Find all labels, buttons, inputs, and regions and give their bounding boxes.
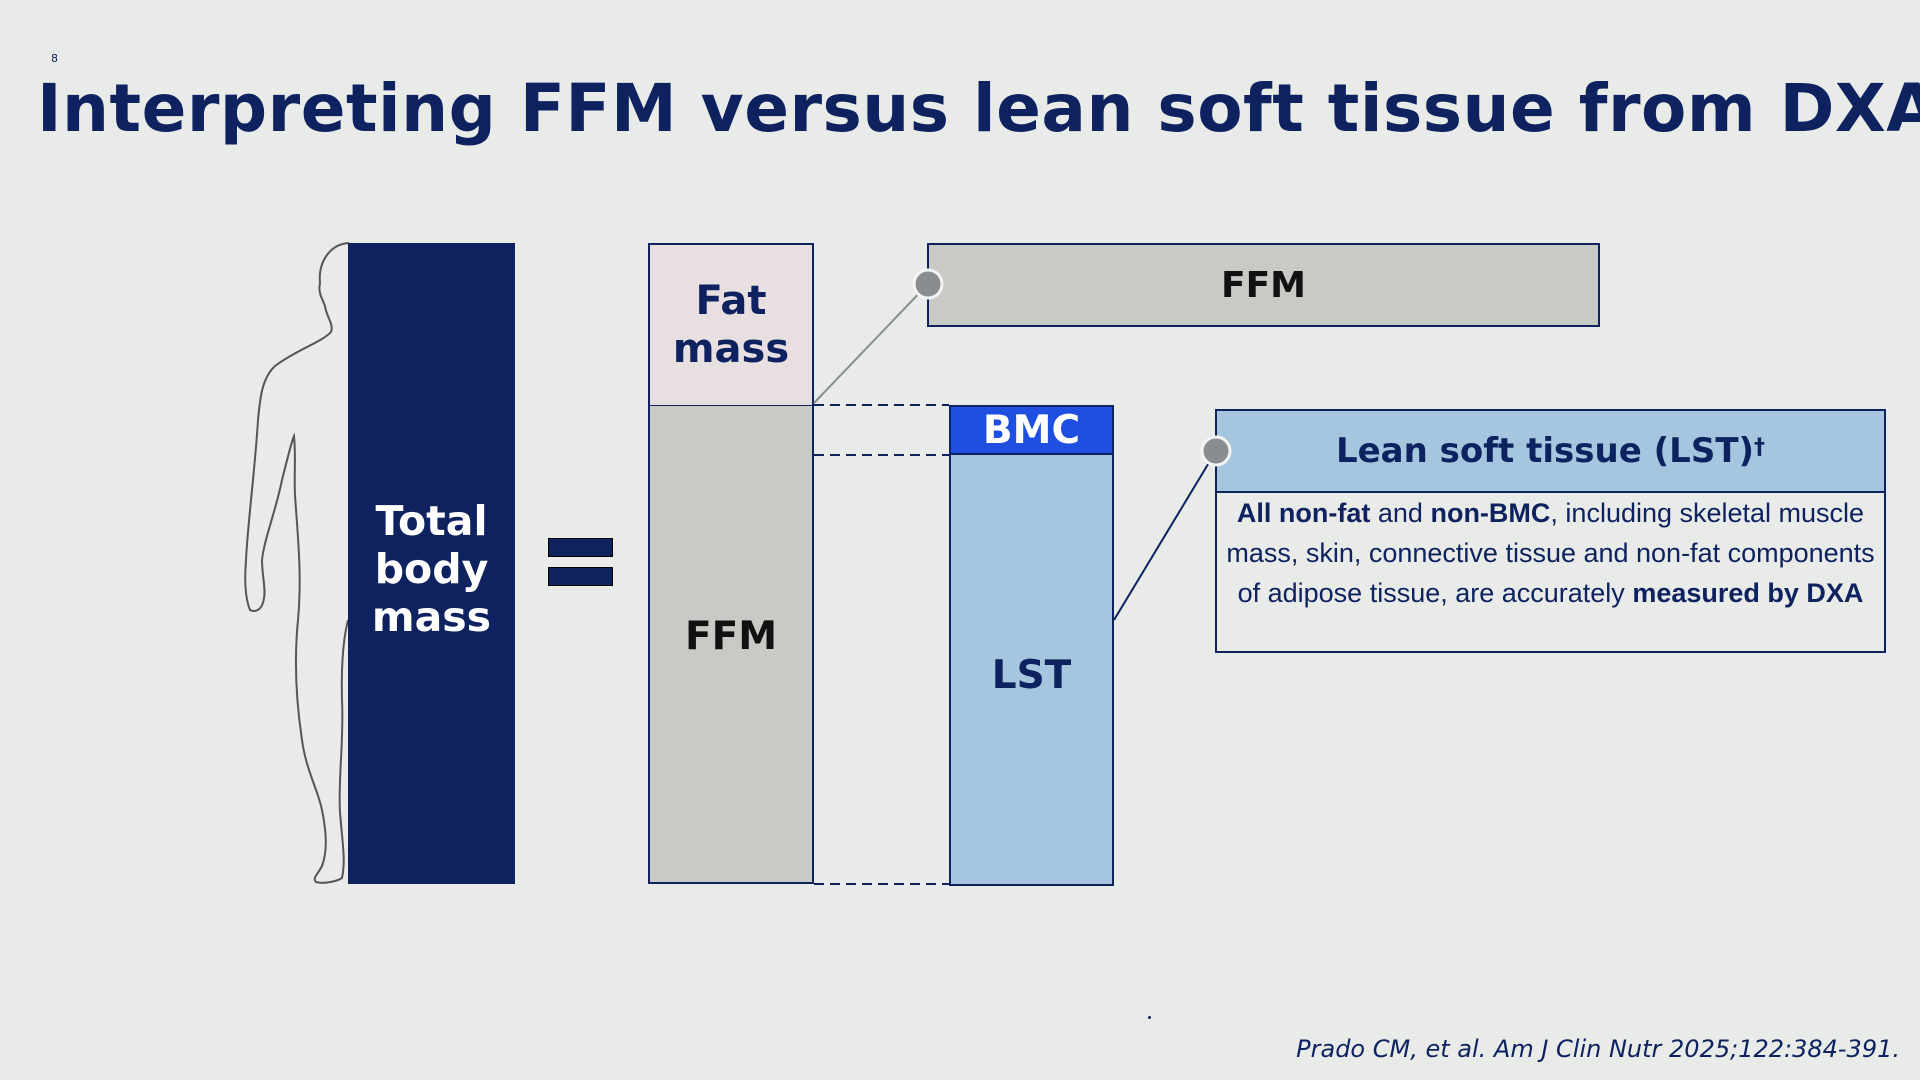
desc-bold-1: All non-fat <box>1236 498 1371 528</box>
lst-card-description: All non-fat and non-BMC, including skele… <box>1217 493 1884 613</box>
fat-mass-segment: Fat mass <box>648 243 814 405</box>
total-body-mass-bar: Total body mass <box>348 243 515 884</box>
desc-text-1: and <box>1370 498 1431 528</box>
equals-sign-top-bar <box>548 538 613 557</box>
desc-bold-2: non-BMC <box>1430 498 1551 528</box>
ffm-header-box: FFM <box>927 243 1600 327</box>
fat-mass-label-line1: Fat <box>695 278 767 324</box>
ffm-segment: FFM <box>648 405 814 884</box>
bmc-segment: BMC <box>949 405 1114 455</box>
desc-bold-3: measured by DXA <box>1632 578 1864 608</box>
ffm-connector-dot <box>912 268 944 300</box>
total-body-mass-label-line2: body <box>374 544 489 593</box>
lst-connector-dot <box>1200 435 1232 467</box>
lst-connector-line <box>1113 450 1217 621</box>
fat-mass-label-line2: mass <box>672 326 790 372</box>
lst-card-title-text: Lean soft tissue (LST) <box>1335 431 1755 471</box>
stray-dot <box>1148 1016 1151 1019</box>
lst-card-title: Lean soft tissue (LST)† <box>1217 411 1884 493</box>
desc-text-2: , including skeletal muscle mass, skin, … <box>1226 498 1875 608</box>
total-body-mass-label-line1: Total <box>375 496 488 545</box>
total-body-mass-label-line3: mass <box>371 592 492 641</box>
lst-segment-label: LST <box>991 653 1072 698</box>
ffm-connector-line <box>813 283 929 404</box>
dagger-mark: † <box>1754 434 1766 460</box>
equals-sign-bottom-bar <box>548 567 613 586</box>
ffm-header-label: FFM <box>1220 264 1306 306</box>
lst-definition-card: Lean soft tissue (LST)† All non-fat and … <box>1215 409 1886 653</box>
citation: Prado CM, et al. Am J Clin Nutr 2025;122… <box>1296 1035 1900 1063</box>
slide-number: 8 <box>51 52 58 65</box>
page-title: Interpreting FFM versus lean soft tissue… <box>37 70 1920 147</box>
lst-segment: LST <box>949 454 1114 886</box>
ffm-segment-label: FFM <box>684 614 778 659</box>
bmc-segment-label: BMC <box>982 407 1081 453</box>
